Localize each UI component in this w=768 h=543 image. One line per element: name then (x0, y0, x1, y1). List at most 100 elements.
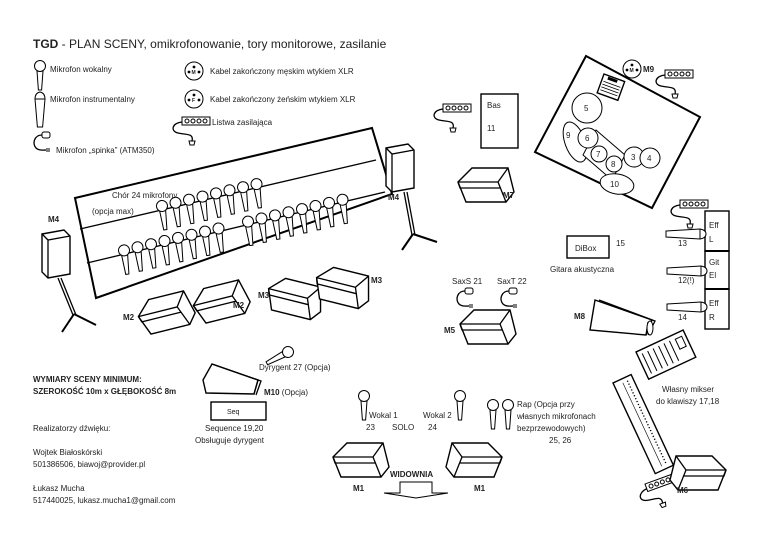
sax-alto-label: SaxS 21 (452, 277, 483, 286)
instrument-mic-icon (34, 91, 46, 128)
legend: Mikrofon wokalny Mikrofon instrumentalny… (33, 60, 356, 155)
monitor-m5: M5 (444, 309, 517, 345)
drum-7: 7 (596, 150, 601, 159)
choir-mic-icon (249, 177, 266, 210)
git-el-label-2: El (709, 271, 716, 280)
choir-mic-icon (322, 196, 339, 228)
m7-label: M7 (503, 191, 515, 200)
eff-l-label-2: L (709, 235, 714, 244)
svg-text:F: F (192, 98, 195, 104)
keyboard-setup: Własny mikser do klawiszy 17,18 (612, 329, 720, 515)
speaker-m4-right: M4 (385, 143, 438, 251)
page-title: TGD - PLAN SCENY, omikrofonowanie, tory … (33, 37, 387, 51)
m10-label: M10 (Opcja) (264, 388, 308, 397)
svg-text:M: M (192, 70, 196, 76)
rap-label-3: bezprzewodowych) (517, 424, 586, 433)
drum-6: 6 (585, 134, 590, 143)
dibox: DiBox 15 Gitara akustyczna (550, 235, 625, 274)
monitor-m7: M7 (457, 167, 515, 203)
seq-label: Seq (227, 409, 240, 416)
vocal-1-label: Wokal 1 (369, 411, 398, 420)
engineer-1-name: Wojtek Białoskórski (33, 448, 102, 457)
rap-label-1: Rap (Opcja przy (517, 400, 575, 409)
sax-tenor-label: SaxT 22 (497, 277, 527, 286)
acoustic-guitar-label: Gitara akustyczna (550, 265, 615, 274)
choir-mic-icon (195, 189, 212, 222)
choir-riser: Chór 24 mikrofony (opcja max) (73, 126, 394, 300)
legend-xlr-female: Kabel zakończony żeńskim wtykiem XLR (210, 95, 356, 104)
vocals: Wokal 1 Wokal 2 23 SOLO 24 (358, 390, 466, 432)
eff-r-label-1: Eff (709, 299, 719, 308)
bass-amp: Bas 11 (480, 93, 519, 149)
engineer-2-name: Łukasz Mucha (33, 484, 85, 493)
stage-size-heading: WYMIARY SCENY MINIMUM: (33, 375, 142, 384)
eff-l-label-1: Eff (709, 221, 719, 230)
channel-12: 12(!) (678, 276, 695, 285)
power-strip-guitar (670, 199, 709, 229)
rap-section: Rap (Opcja przy własnych mikrofonach bez… (487, 399, 596, 445)
legend-power-strip: Listwa zasilająca (212, 118, 273, 127)
xlr-female-icon: F (184, 89, 204, 109)
keyboard-mixer-label: Własny mikser (662, 385, 714, 394)
monitor-m10: M10 (Opcja) (202, 363, 308, 397)
audience-label: WIDOWNIA (390, 470, 433, 479)
title-rest: - PLAN SCENY, omikrofonowanie, tory moni… (58, 37, 386, 51)
choir-mic-icon (211, 221, 228, 254)
monitor-m1-right: M1 (445, 442, 503, 493)
power-strip-icon (172, 116, 211, 146)
power-strip-bass (433, 103, 472, 133)
choir-label: Chór 24 mikrofony (112, 191, 177, 200)
m10-id: M10 (264, 388, 280, 397)
xlr-male-m9-icon: M (622, 59, 642, 79)
channel-24: 24 (428, 423, 437, 432)
vocal-2-label: Wokal 2 (423, 411, 452, 420)
speaker-m4-left: M4 (41, 215, 97, 333)
choir-mic-icon (157, 234, 174, 267)
channel-23: 23 (366, 423, 375, 432)
legend-clip-mic: Mikrofon „spinka” (ATM350) (56, 146, 155, 155)
m4-left-label: M4 (48, 215, 60, 224)
sequence-channels: Sequence 19,20 (205, 424, 264, 433)
clip-mic-sax-tenor-icon (500, 287, 518, 308)
choir-mic-icon (268, 208, 285, 241)
legend-vocal-mic: Mikrofon wokalny (50, 65, 112, 74)
engineer-2-contact: 517440025, lukasz.mucha1@gmail.com (33, 496, 176, 505)
xlr-male-icon: M (184, 61, 204, 81)
dibox-channel: 15 (616, 239, 625, 248)
keyboard-channels-label: do klawiszy 17,18 (656, 397, 720, 406)
vocal-mic-icon (34, 60, 46, 91)
vocal-mic-2-icon (454, 390, 466, 421)
drum-9: 9 (566, 131, 571, 140)
choir-mic-icon (308, 199, 325, 232)
choir-mic-icon (209, 186, 226, 219)
monitor-m8: M8 (574, 299, 656, 336)
channel-14: 14 (678, 313, 687, 322)
drum-module (596, 73, 626, 102)
vocal-mic-1-icon (358, 390, 370, 421)
monitor-m9: M M9 (622, 59, 655, 79)
sequence-operator: Obsługuje dyrygent (195, 436, 265, 445)
drum-10: 10 (610, 180, 619, 189)
m1-right-label: M1 (474, 484, 486, 493)
dibox-label: DiBox (575, 244, 596, 253)
keyboard (612, 373, 675, 475)
monitor-m3-right: M3 (311, 263, 383, 312)
drum-3: 3 (631, 153, 636, 162)
m2-left-label: M2 (123, 313, 135, 322)
guitar-amps: Eff L Git El Eff R 13 12(!) 14 (665, 199, 730, 330)
keyboard-mixer (635, 329, 697, 381)
monitor-m6: M6 (669, 455, 727, 495)
monitor-m3-left: M3 (258, 274, 328, 323)
m6-label: M6 (677, 486, 689, 495)
solo-label: SOLO (392, 423, 414, 432)
rap-channels: 25, 26 (549, 436, 572, 445)
m5-label: M5 (444, 326, 456, 335)
choir-mic-icon (117, 243, 134, 276)
clip-mic-sax-alto-icon (456, 287, 474, 308)
choir-mic-icon (130, 240, 147, 273)
stage-size-value: SZEROKOŚĆ 10m x GŁĘBOKOŚĆ 8m (33, 387, 176, 396)
choir-mic-icon (144, 237, 161, 270)
title-bold: TGD (33, 37, 59, 51)
instrument-mic-12-icon (666, 265, 708, 277)
